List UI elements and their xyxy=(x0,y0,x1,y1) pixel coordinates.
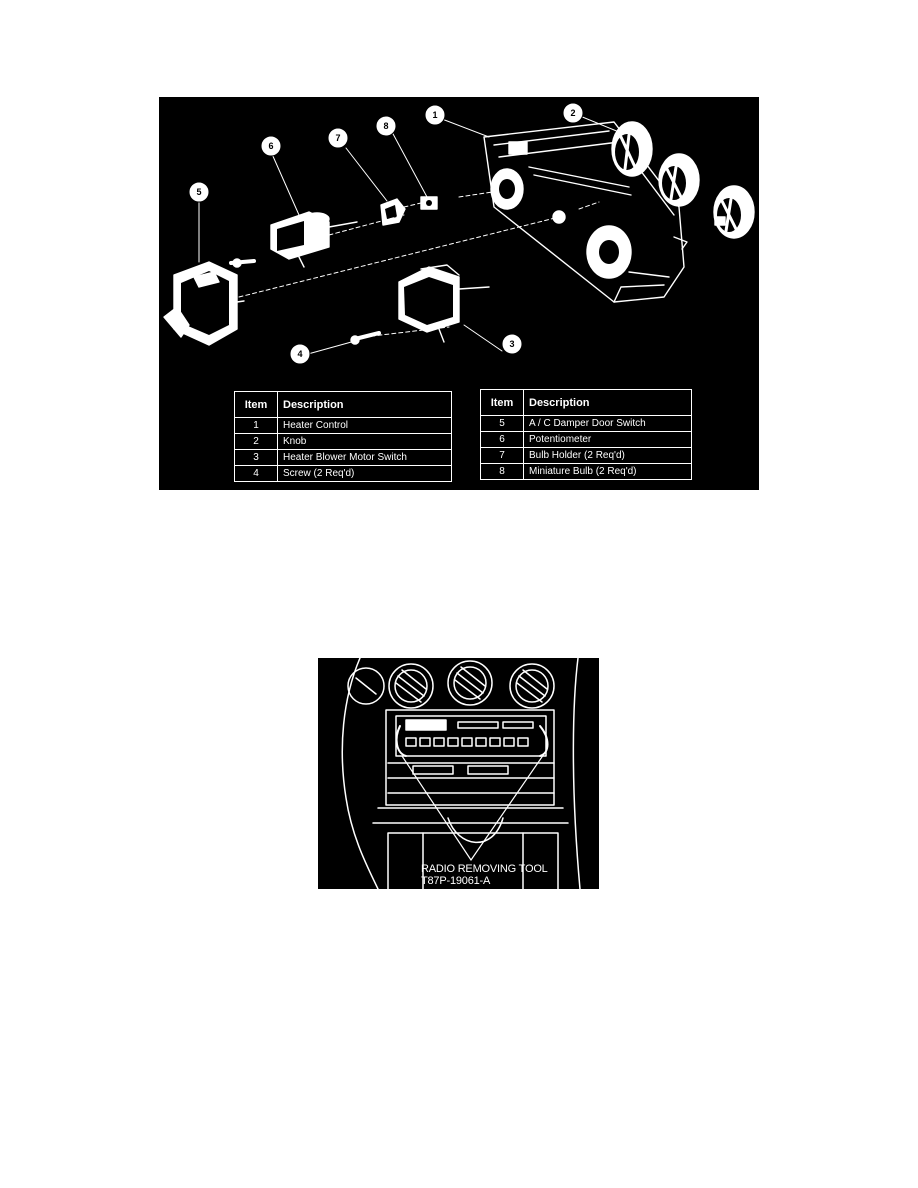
item-description: Knob xyxy=(277,433,452,450)
tool-caption-part-number: T87P-19061-A xyxy=(421,875,491,887)
item-description: A / C Damper Door Switch xyxy=(523,415,692,432)
item-description: Bulb Holder (2 Req'd) xyxy=(523,447,692,464)
radio-unit xyxy=(385,709,555,806)
console-lower xyxy=(372,807,569,889)
screws xyxy=(229,258,381,345)
parts-table-right: Item Description 5 A / C Damper Door Swi… xyxy=(480,389,692,480)
tool-caption-name: RADIO REMOVING TOOL xyxy=(421,863,548,875)
item-description: Miniature Bulb (2 Req'd) xyxy=(523,463,692,480)
table-row: 1 Heater Control xyxy=(234,417,452,434)
item-number: 4 xyxy=(234,465,278,482)
table-row: 5 A / C Damper Door Switch xyxy=(480,415,692,432)
item-description: Screw (2 Req'd) xyxy=(277,465,452,482)
column-header-item: Item xyxy=(234,391,278,418)
callout-6: 6 xyxy=(268,141,273,151)
item-number: 2 xyxy=(234,433,278,450)
table-row: 8 Miniature Bulb (2 Req'd) xyxy=(480,463,692,480)
item-number: 7 xyxy=(480,447,524,464)
item-number: 6 xyxy=(480,431,524,448)
table-header-row: Item Description xyxy=(234,391,452,418)
item-number: 5 xyxy=(480,415,524,432)
knobs xyxy=(611,121,755,239)
exploded-view-drawing: 1 2 3 4 5 6 7 8 xyxy=(163,102,755,365)
potentiometer xyxy=(270,211,358,268)
radio-removing-tool xyxy=(395,725,549,861)
column-header-item: Item xyxy=(480,389,524,416)
callout-3: 3 xyxy=(509,339,514,349)
leader-lines xyxy=(198,115,620,355)
parts-table-left: Item Description 1 Heater Control 2 Knob… xyxy=(234,391,452,482)
table-row: 7 Bulb Holder (2 Req'd) xyxy=(480,447,692,464)
air-vents xyxy=(347,660,555,709)
miniature-bulb xyxy=(420,196,438,210)
item-description: Heater Blower Motor Switch xyxy=(277,449,452,466)
table-row: 3 Heater Blower Motor Switch xyxy=(234,449,452,466)
bulb-holder xyxy=(380,198,406,226)
table-row: 6 Potentiometer xyxy=(480,431,692,448)
callout-circles xyxy=(188,102,584,365)
radio-preset-buttons xyxy=(405,737,529,747)
alignment-lines xyxy=(238,190,600,338)
item-number: 8 xyxy=(480,463,524,480)
item-description: Potentiometer xyxy=(523,431,692,448)
item-description: Heater Control xyxy=(277,417,452,434)
item-number: 3 xyxy=(234,449,278,466)
blower-motor-switch xyxy=(398,264,490,343)
heater-control-exploded-diagram: 1 2 3 4 5 6 7 8 Item Description 1 Heate… xyxy=(159,97,759,490)
callout-5: 5 xyxy=(196,187,201,197)
table-row: 2 Knob xyxy=(234,433,452,450)
heater-control-panel xyxy=(483,121,688,303)
radio-removal-illustration: RADIO REMOVING TOOL T87P-19061-A xyxy=(318,658,599,889)
callout-8: 8 xyxy=(383,121,388,131)
dash-right-edge xyxy=(572,658,581,889)
column-header-description: Description xyxy=(277,391,452,418)
callout-1: 1 xyxy=(432,110,437,120)
callout-2: 2 xyxy=(570,108,575,118)
damper-door-switch xyxy=(163,261,245,346)
table-header-row: Item Description xyxy=(480,389,692,416)
table-row: 4 Screw (2 Req'd) xyxy=(234,465,452,482)
column-header-description: Description xyxy=(523,389,692,416)
radio-removal-drawing xyxy=(341,658,581,889)
callout-7: 7 xyxy=(335,133,340,143)
callout-4: 4 xyxy=(297,349,302,359)
item-number: 1 xyxy=(234,417,278,434)
dash-left-curve xyxy=(341,658,379,889)
